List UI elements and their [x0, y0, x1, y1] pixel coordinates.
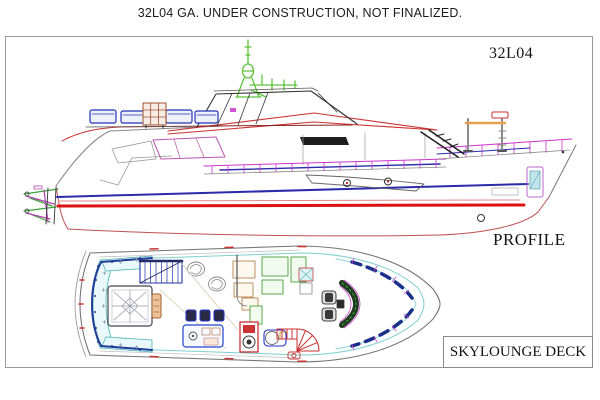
crane-icon — [464, 119, 506, 151]
porthole-icons — [344, 178, 485, 222]
skylounge-cabin — [197, 88, 357, 127]
mast-icon — [236, 40, 297, 97]
helm-station — [337, 280, 360, 328]
skylounge-deck-plan — [75, 246, 440, 362]
game-table — [264, 330, 287, 346]
helm-chairs — [322, 291, 336, 321]
model-number-label: 32L04 — [489, 45, 534, 62]
deck-view-label: SKYLOUNGE DECK — [443, 336, 593, 368]
sink-unit — [299, 268, 313, 294]
aft-stairs — [421, 130, 464, 157]
profile-view — [24, 40, 576, 236]
aft-seat — [288, 352, 300, 359]
armchairs — [188, 262, 226, 291]
main-windshield — [153, 137, 225, 159]
drawing-border — [5, 36, 593, 368]
spiral-stairs — [277, 329, 319, 351]
transom-door — [527, 167, 543, 197]
rub-rail — [57, 184, 528, 197]
windshield-frames — [352, 258, 412, 350]
boot-stripe — [58, 205, 524, 206]
side-railing — [204, 159, 446, 174]
deck-crate — [143, 103, 166, 128]
stairs — [140, 261, 182, 283]
bar-counter — [183, 325, 223, 347]
appliance — [240, 322, 258, 352]
sheet-title: 32L04 GA. UNDER CONSTRUCTION, NOT FINALI… — [137, 6, 463, 20]
stern-bench — [92, 256, 152, 352]
hull-outline — [56, 186, 549, 236]
profile-view-label: PROFILE — [493, 230, 566, 249]
foredeck-sunpads — [90, 110, 218, 123]
anchor-gear — [24, 186, 58, 224]
bar-stools — [186, 310, 224, 321]
cockpit-table — [108, 286, 161, 326]
hardtop-visor — [168, 113, 437, 134]
